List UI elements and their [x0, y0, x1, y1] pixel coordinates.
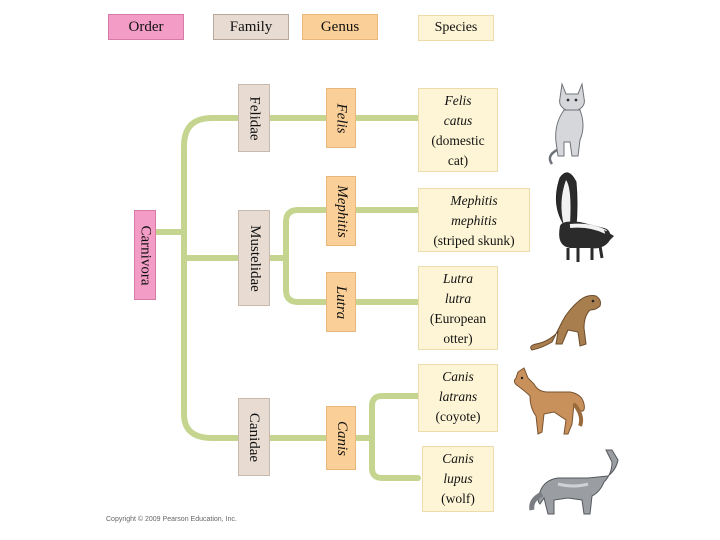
genus-felis: Felis: [326, 88, 356, 148]
header-family: Family: [213, 14, 289, 40]
species-genus-name: Canis: [423, 449, 493, 469]
species-epithet: lutra: [419, 289, 497, 309]
species-common-name-cont: otter): [419, 329, 497, 349]
order-carnivora: Carnivora: [134, 210, 156, 300]
species-genus-name: Lutra: [419, 269, 497, 289]
species-genus-name: Mephitis: [419, 191, 529, 211]
otter-illustration: [528, 286, 604, 352]
species-common-name: (coyote): [419, 407, 497, 427]
family-mustelidae: Mustelidae: [238, 210, 270, 306]
header-order: Order: [108, 14, 184, 40]
species-common-name-cont: cat): [419, 151, 497, 171]
header-species: Species: [418, 15, 494, 41]
species-epithet: mephitis: [419, 211, 529, 231]
order-branch: [148, 118, 237, 232]
mustelidae-branch: [269, 210, 325, 302]
skunk-illustration: [546, 168, 618, 272]
species-lutra-lutra: Lutra lutra (European otter): [418, 266, 498, 350]
genus-lutra: Lutra: [326, 272, 356, 332]
order-branch-lower: [184, 232, 237, 438]
species-common-name: (domestic: [419, 131, 497, 151]
family-canidae: Canidae: [238, 398, 270, 476]
species-epithet: latrans: [419, 387, 497, 407]
cat-illustration: [544, 76, 600, 166]
family-felidae: Felidae: [238, 84, 270, 152]
species-genus-name: Felis: [419, 91, 497, 111]
header-genus: Genus: [302, 14, 378, 40]
species-canis-lupus: Canis lupus (wolf): [422, 446, 494, 512]
coyote-illustration: [508, 364, 588, 440]
species-canis-latrans: Canis latrans (coyote): [418, 364, 498, 432]
species-epithet: catus: [419, 111, 497, 131]
wolf-illustration: [528, 448, 628, 520]
species-common-name: (wolf): [423, 489, 493, 509]
copyright-notice: Copyright © 2009 Pearson Education, Inc.: [106, 516, 237, 523]
species-mephitis-mephitis: Mephitis mephitis (striped skunk): [418, 188, 530, 252]
species-common-name: (European: [419, 309, 497, 329]
canis-species-branch: [357, 396, 418, 478]
species-genus-name: Canis: [419, 367, 497, 387]
genus-mephitis: Mephitis: [326, 176, 356, 246]
genus-canis: Canis: [326, 406, 356, 470]
species-common-name: (striped skunk): [419, 231, 529, 251]
species-felis-catus: Felis catus (domestic cat): [418, 88, 498, 172]
species-epithet: lupus: [423, 469, 493, 489]
